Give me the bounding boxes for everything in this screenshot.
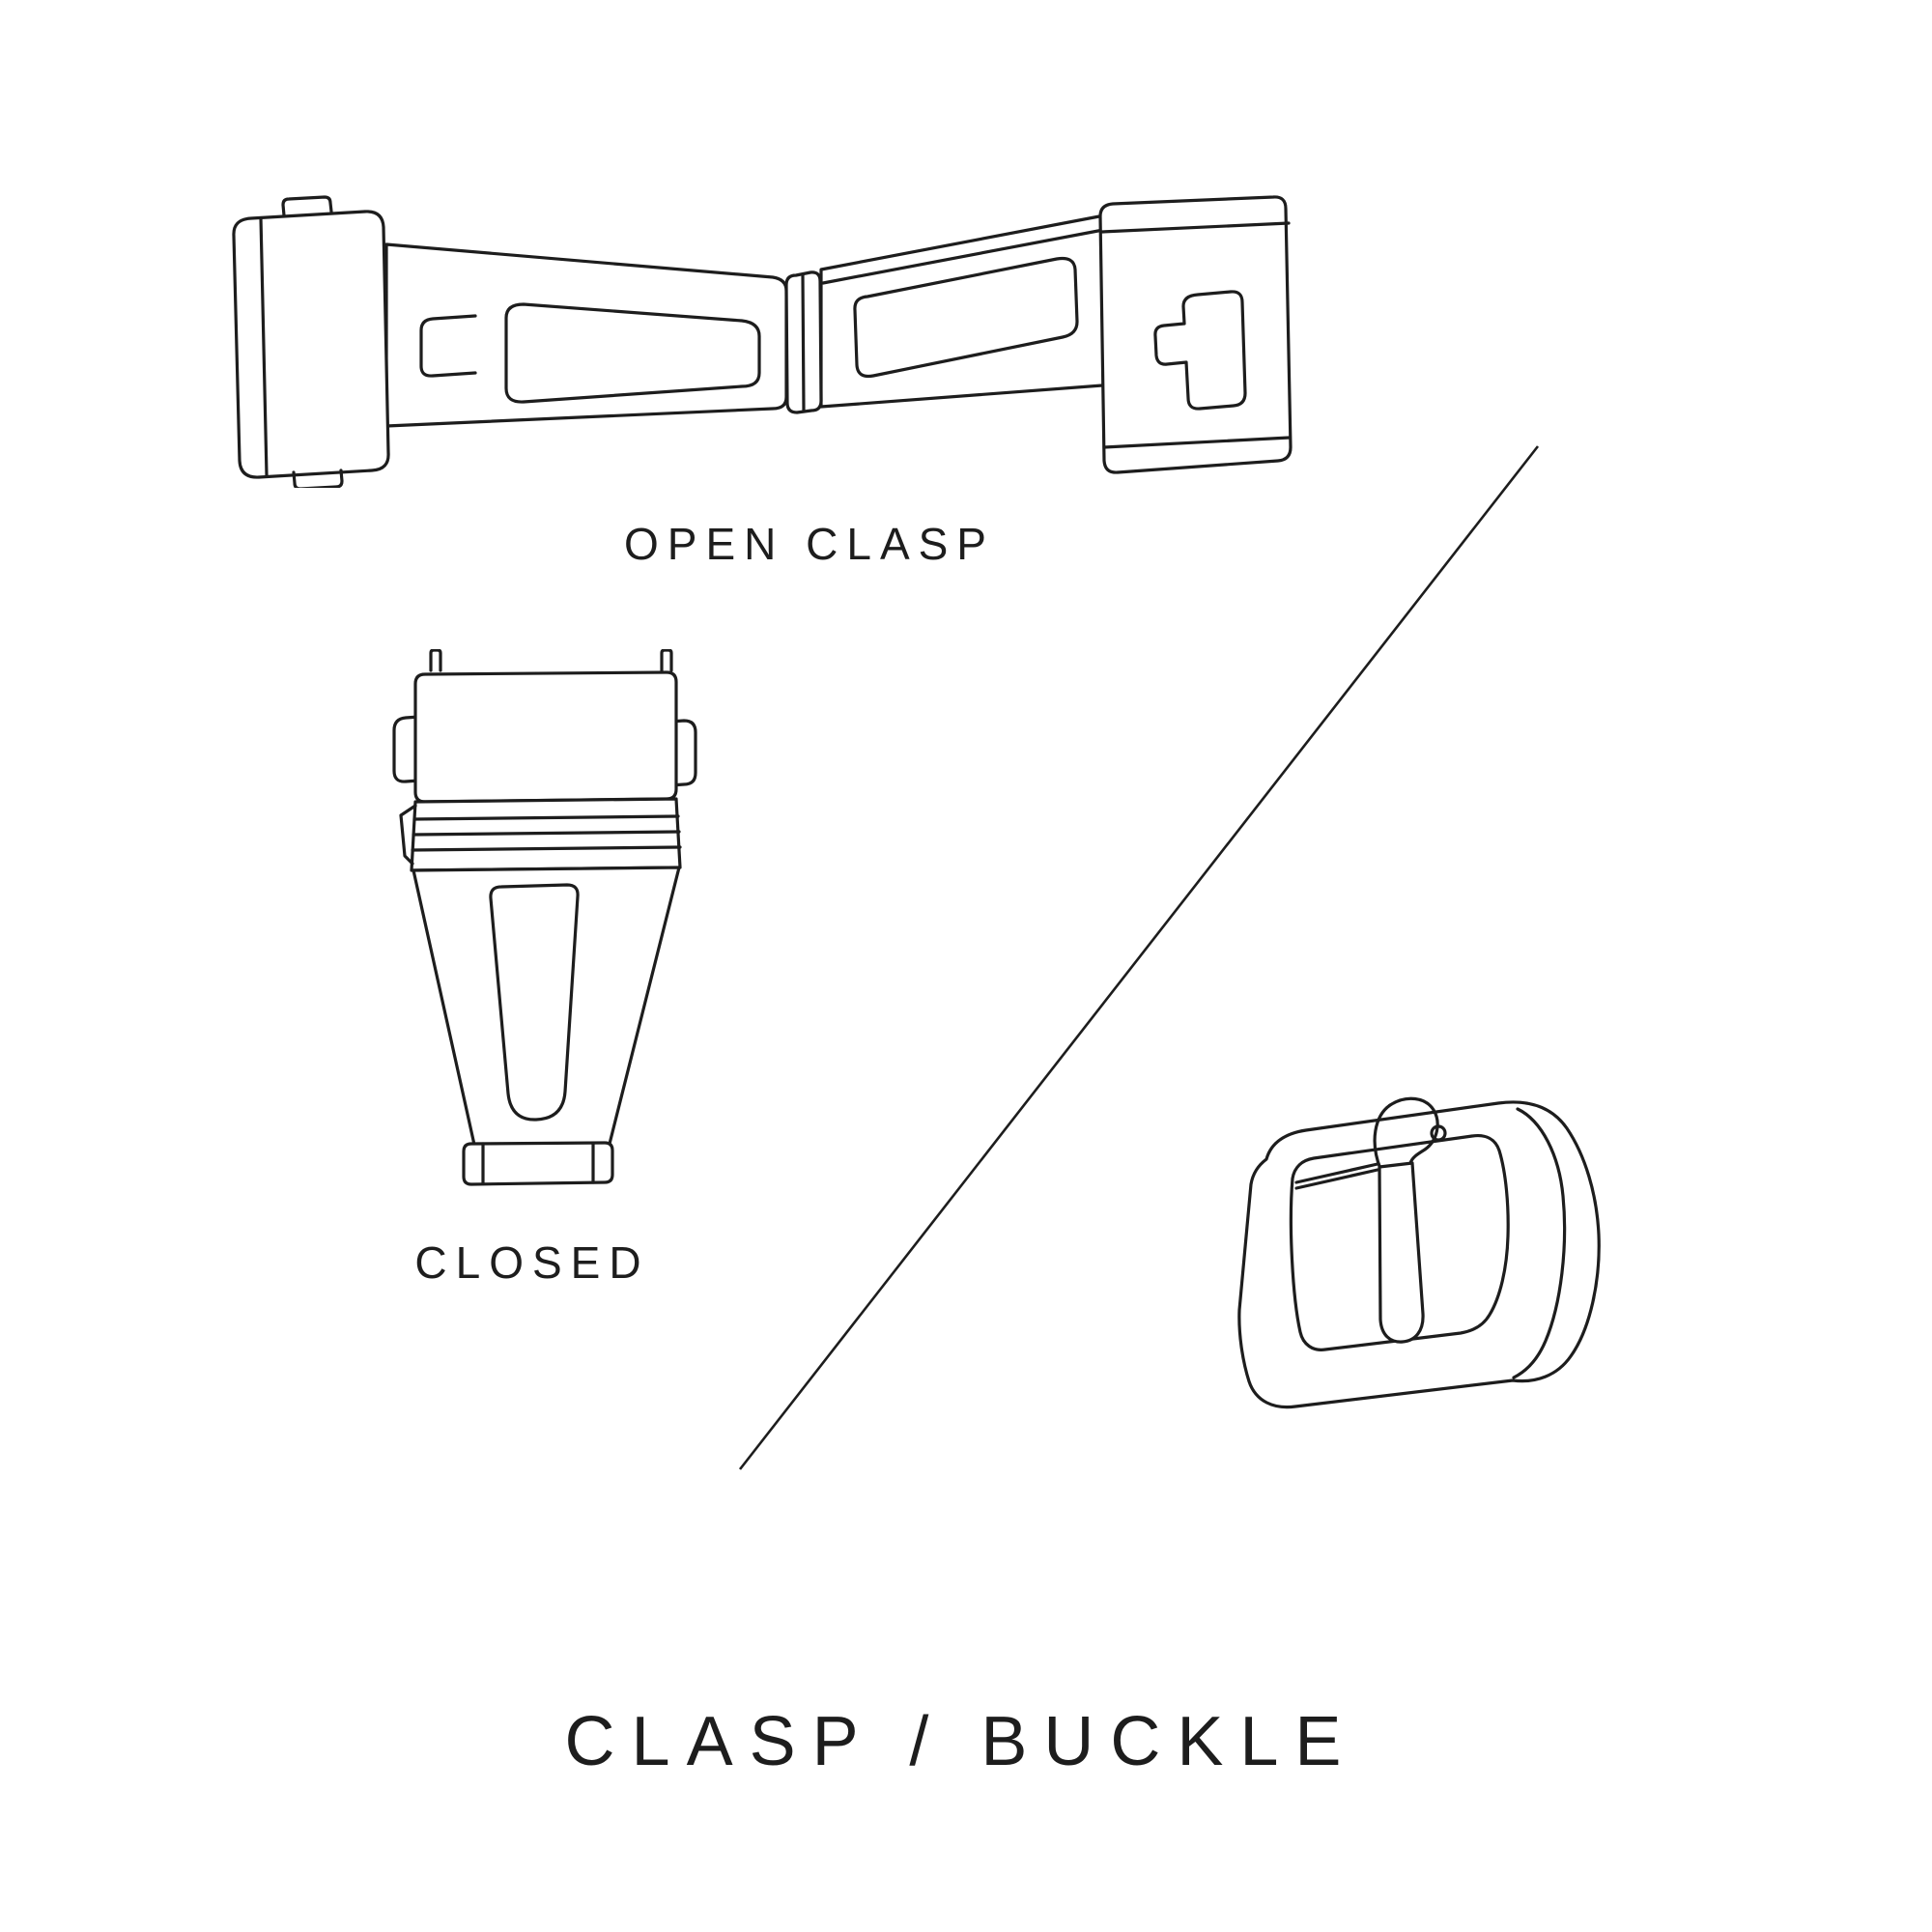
divider-line-drawing: [738, 445, 1540, 1470]
divider-line: [724, 435, 1555, 1483]
closed-clasp-illustration: [388, 649, 702, 1187]
diagram-title: CLASP / BUCKLE: [564, 1703, 1358, 1780]
open-clasp-illustration: [222, 188, 1294, 488]
open-clasp-label: OPEN CLASP: [624, 519, 995, 569]
closed-clasp-drawing: [392, 649, 697, 1186]
buckle-drawing: [1237, 1096, 1601, 1409]
closed-clasp-label: CLOSED: [414, 1237, 650, 1288]
open-clasp-drawing: [232, 195, 1293, 488]
buckle-illustration: [1233, 1090, 1627, 1410]
